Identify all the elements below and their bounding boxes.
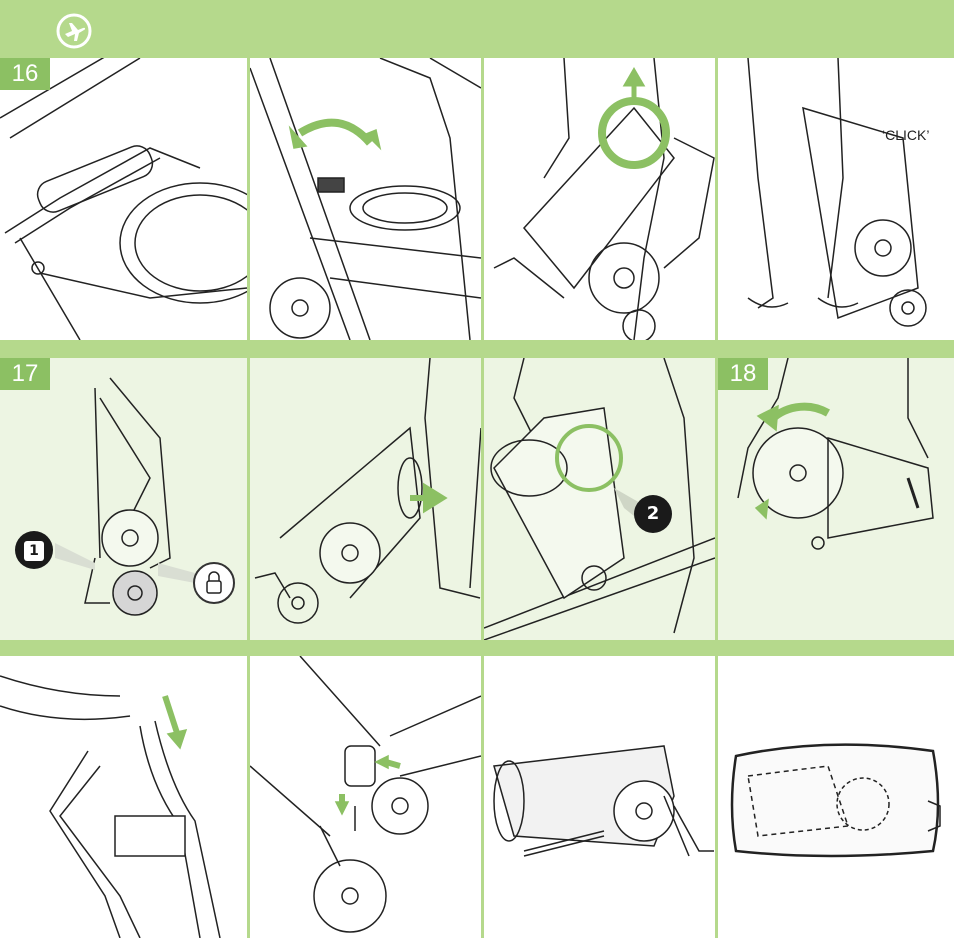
header-band	[0, 0, 954, 58]
step-number: 18	[718, 358, 768, 390]
panel-fold-lever	[250, 58, 481, 340]
click-label: ‘CLICK’	[882, 127, 929, 143]
panel-16-handle: 16	[0, 58, 247, 340]
step-number: 17	[0, 358, 50, 390]
panel-lift-carry: 2	[484, 358, 715, 640]
panel-roll	[250, 358, 481, 640]
panel-rotate-fold	[484, 58, 715, 340]
row-divider-band	[0, 640, 954, 656]
panel-remove-wheel	[250, 656, 481, 938]
step-number: 16	[0, 58, 50, 90]
panel-18-wheel: 18	[718, 358, 954, 640]
panel-remove-handle	[0, 656, 247, 938]
panel-travel-bag	[718, 656, 954, 938]
row-divider-band	[0, 340, 954, 358]
lock-icon	[193, 562, 235, 604]
panel-folded-stroller	[484, 656, 715, 938]
panel-click-lock: ‘CLICK’	[718, 58, 954, 340]
airplane-icon	[55, 12, 93, 50]
badge-one: 1	[15, 531, 53, 569]
badge-two: 2	[634, 495, 672, 533]
